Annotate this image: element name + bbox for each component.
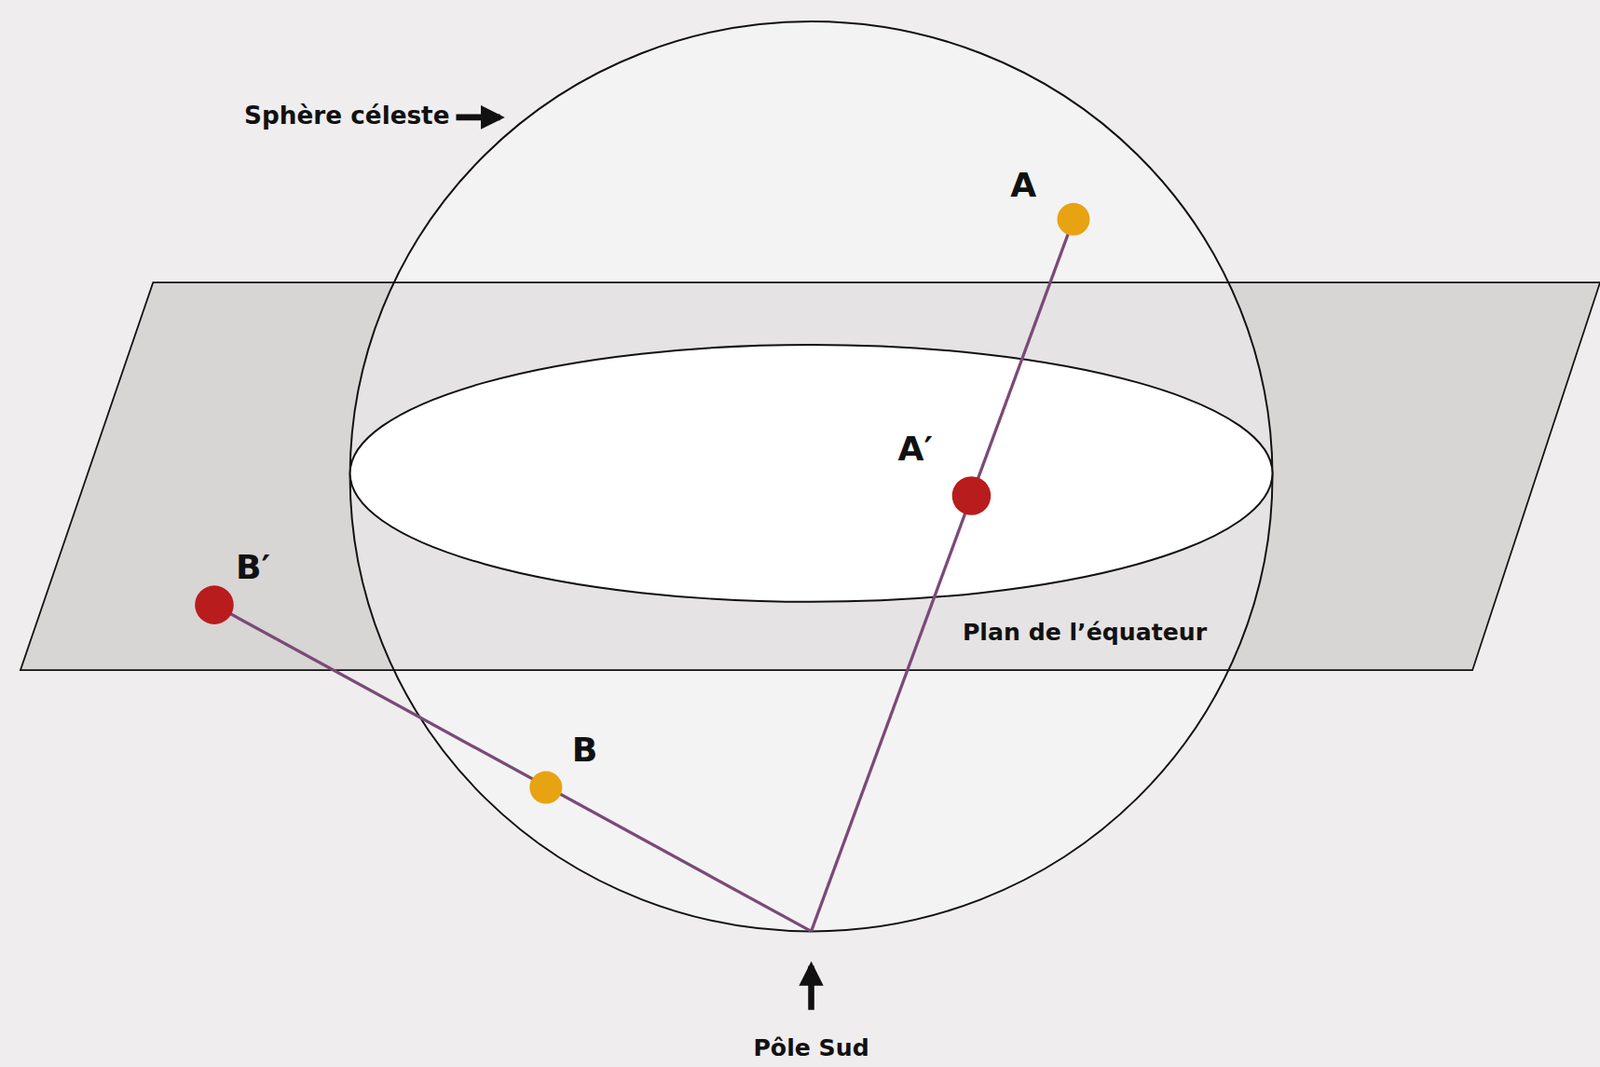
pointer-arrow [807,966,815,1011]
projection-line [214,604,812,931]
point-label: A′ [897,430,932,468]
point-label: A [1010,166,1037,205]
sphere-outline [350,21,1273,931]
point-label: B [572,731,599,769]
pointer-arrow [455,114,500,122]
plane-label: Plan de l’équateur [962,619,1207,646]
pole-label: Pôle Sud [752,1035,869,1062]
point-b-prime [194,585,234,625]
equator-plane-outline [20,282,1600,671]
projection-line [811,218,1074,931]
point-label: B′ [235,548,271,587]
equator-circle [350,344,1273,602]
sphere-fill [350,21,1273,931]
point-b [529,771,562,805]
point-a [1056,203,1090,236]
sphere-label: Sphère céleste [244,101,450,129]
point-a-prime [952,476,992,516]
